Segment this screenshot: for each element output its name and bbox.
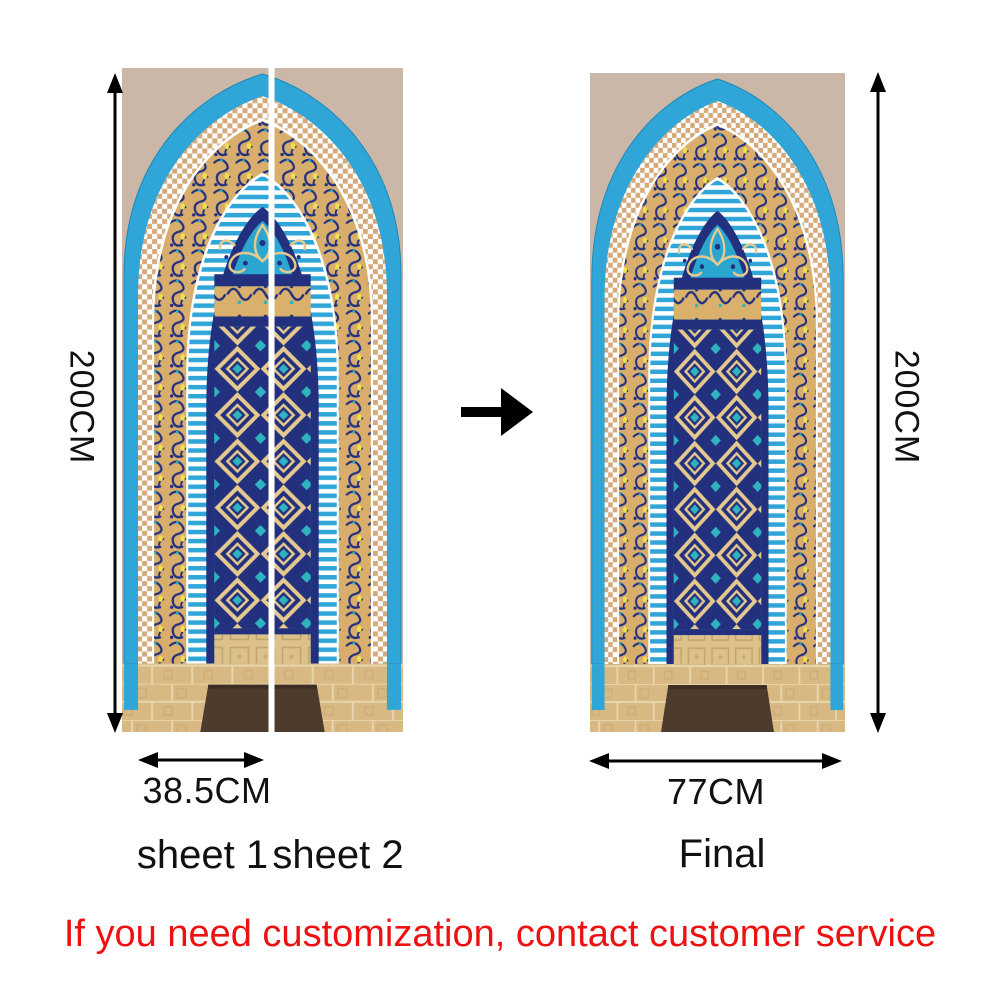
arrow-down-icon — [870, 713, 886, 733]
caption-final: Final — [678, 832, 766, 876]
arrow-left-icon — [589, 753, 609, 769]
width-label-right: 77CM — [666, 771, 766, 812]
height-label-left: 200CM — [62, 349, 101, 465]
arrow-up-icon — [107, 73, 123, 93]
width-dimension-arrow-right — [589, 753, 842, 769]
arrow-right-icon — [822, 753, 842, 769]
height-label-right: 200CM — [887, 349, 926, 465]
final-mural-image — [590, 73, 845, 732]
arrow-up-icon — [870, 72, 886, 92]
transform-arrow-right-icon — [461, 388, 533, 436]
caption-sheet1: sheet 1 — [136, 833, 269, 877]
caption-sheet2: sheet 2 — [272, 833, 404, 877]
arrow-right-icon — [244, 752, 264, 768]
width-label-left: 38.5CM — [142, 770, 272, 811]
arrow-left-icon — [138, 752, 158, 768]
width-dimension-arrow-left — [138, 752, 264, 768]
customization-notice: If you need customization, contact custo… — [63, 913, 937, 955]
sheet-split-gap — [268, 68, 275, 732]
sheets-mural-image — [122, 68, 403, 732]
height-dimension-arrow-right — [870, 72, 886, 733]
height-dimension-arrow-left — [107, 73, 123, 733]
arrow-down-icon — [107, 713, 123, 733]
